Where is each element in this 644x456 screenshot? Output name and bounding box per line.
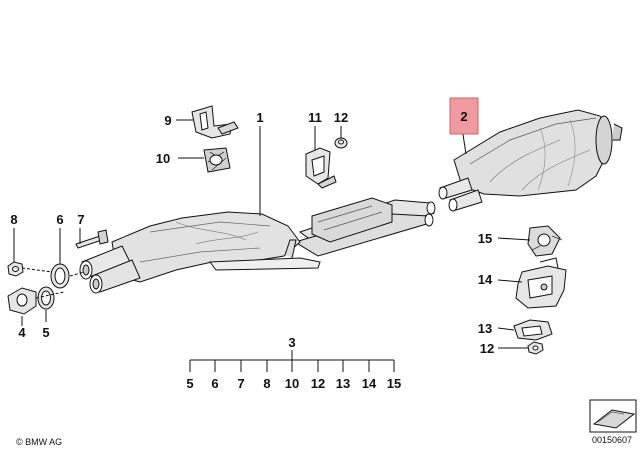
callout-3-kit[interactable]: 3 [288, 335, 295, 350]
clamp-part-9[interactable] [191, 105, 239, 139]
callout-13[interactable]: 13 [478, 321, 492, 336]
part-2-highlight [449, 97, 479, 135]
callout-12-right[interactable]: 12 [480, 341, 494, 356]
callout-11[interactable]: 11 [308, 110, 322, 125]
kit-item-label[interactable]: 15 [387, 376, 401, 391]
callout-4[interactable]: 4 [18, 325, 26, 340]
kit-item-label[interactable]: 14 [362, 376, 377, 391]
callout-15[interactable]: 15 [478, 231, 492, 246]
leader-lines [13, 119, 531, 349]
kit-bracket [189, 350, 395, 372]
bracket-part-13[interactable] [513, 319, 553, 341]
callouts: 1 2 9 10 11 12 8 6 7 4 5 15 14 13 12 3 5… [10, 109, 494, 391]
callout-8[interactable]: 8 [10, 212, 17, 227]
callout-7[interactable]: 7 [77, 212, 84, 227]
nut-part-8[interactable] [7, 261, 24, 277]
kit-item-label[interactable]: 7 [237, 376, 244, 391]
callout-6[interactable]: 6 [56, 212, 63, 227]
kit-item-label[interactable]: 13 [336, 376, 350, 391]
callout-14[interactable]: 14 [478, 272, 493, 287]
kit-item-label[interactable]: 12 [311, 376, 325, 391]
callout-5[interactable]: 5 [42, 325, 49, 340]
front-pipe-center-silencer[interactable] [79, 197, 436, 294]
bolt-part-7[interactable] [75, 229, 109, 249]
gasket-part-4[interactable] [7, 287, 37, 315]
kit-item-label[interactable]: 5 [186, 376, 193, 391]
bracket-part-14[interactable] [515, 257, 567, 309]
callout-10[interactable]: 10 [156, 151, 170, 166]
kit-item-label[interactable]: 8 [263, 376, 270, 391]
callout-1[interactable]: 1 [256, 110, 263, 125]
callout-12-top[interactable]: 12 [334, 110, 348, 125]
orientation-icon [589, 399, 637, 433]
seal-ring-part-5[interactable] [37, 286, 55, 310]
callout-2[interactable]: 2 [460, 109, 467, 124]
callout-9[interactable]: 9 [164, 113, 171, 128]
kit-item-label[interactable]: 10 [285, 376, 299, 391]
rubber-mount-part-10[interactable] [203, 147, 231, 173]
kit-item-label[interactable]: 6 [211, 376, 218, 391]
image-number: 00150607 [592, 435, 632, 445]
nut-part-12-top[interactable] [334, 137, 348, 149]
bracket-part-11[interactable] [305, 147, 337, 189]
seal-ring-part-6[interactable] [50, 263, 70, 289]
rear-silencer[interactable] [438, 109, 623, 212]
nut-part-12-right[interactable] [527, 341, 544, 355]
rubber-mount-part-15[interactable] [527, 225, 563, 257]
copyright-text: © BMW AG [16, 437, 62, 447]
